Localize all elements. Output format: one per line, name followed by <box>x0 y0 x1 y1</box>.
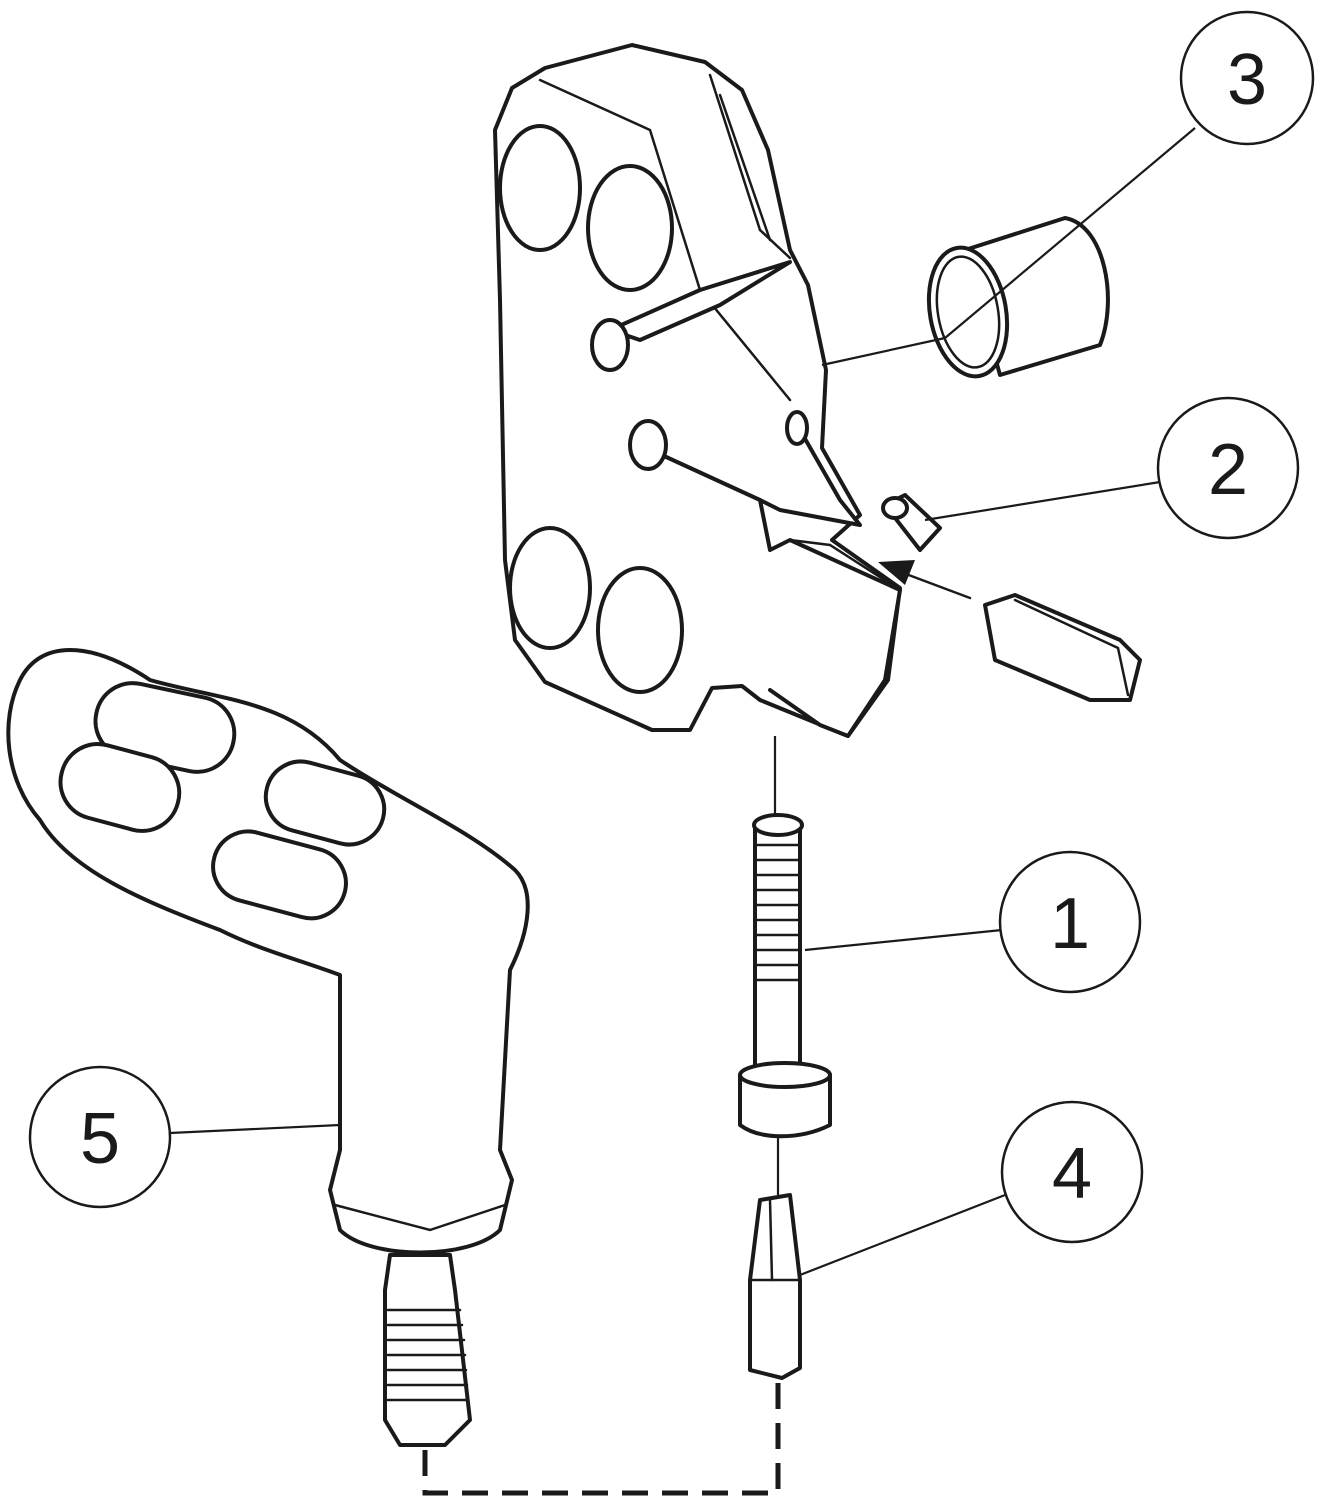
set-screw-part <box>881 493 942 552</box>
torx-bit-part <box>748 1135 802 1380</box>
callout-label: 1 <box>1050 884 1090 964</box>
callout-label: 5 <box>80 1099 120 1179</box>
sleeve-part <box>926 216 1110 379</box>
callout-1: 1 <box>998 850 1142 994</box>
leader-line-3b <box>821 336 946 367</box>
leader-line-3 <box>944 127 1196 339</box>
callout-label: 3 <box>1227 40 1267 120</box>
arrow-head-icon <box>878 560 915 585</box>
callout-5: 5 <box>28 1065 172 1209</box>
callout-label: 2 <box>1208 430 1248 510</box>
callout-3: 3 <box>1179 10 1315 146</box>
callout-4: 4 <box>1000 1100 1144 1244</box>
clamp-screw-part <box>738 736 832 1139</box>
tool-body <box>493 43 902 738</box>
handle-part <box>6 648 530 1447</box>
assembly-path-dashed <box>422 1380 781 1496</box>
leader-line-1 <box>804 928 1003 952</box>
cutting-insert <box>983 593 1142 702</box>
leader-line-5 <box>169 1123 341 1135</box>
leader-line-2 <box>924 480 1161 522</box>
callout-2: 2 <box>1156 396 1300 540</box>
callout-label: 4 <box>1052 1134 1092 1214</box>
leader-line-4 <box>799 1193 1006 1277</box>
